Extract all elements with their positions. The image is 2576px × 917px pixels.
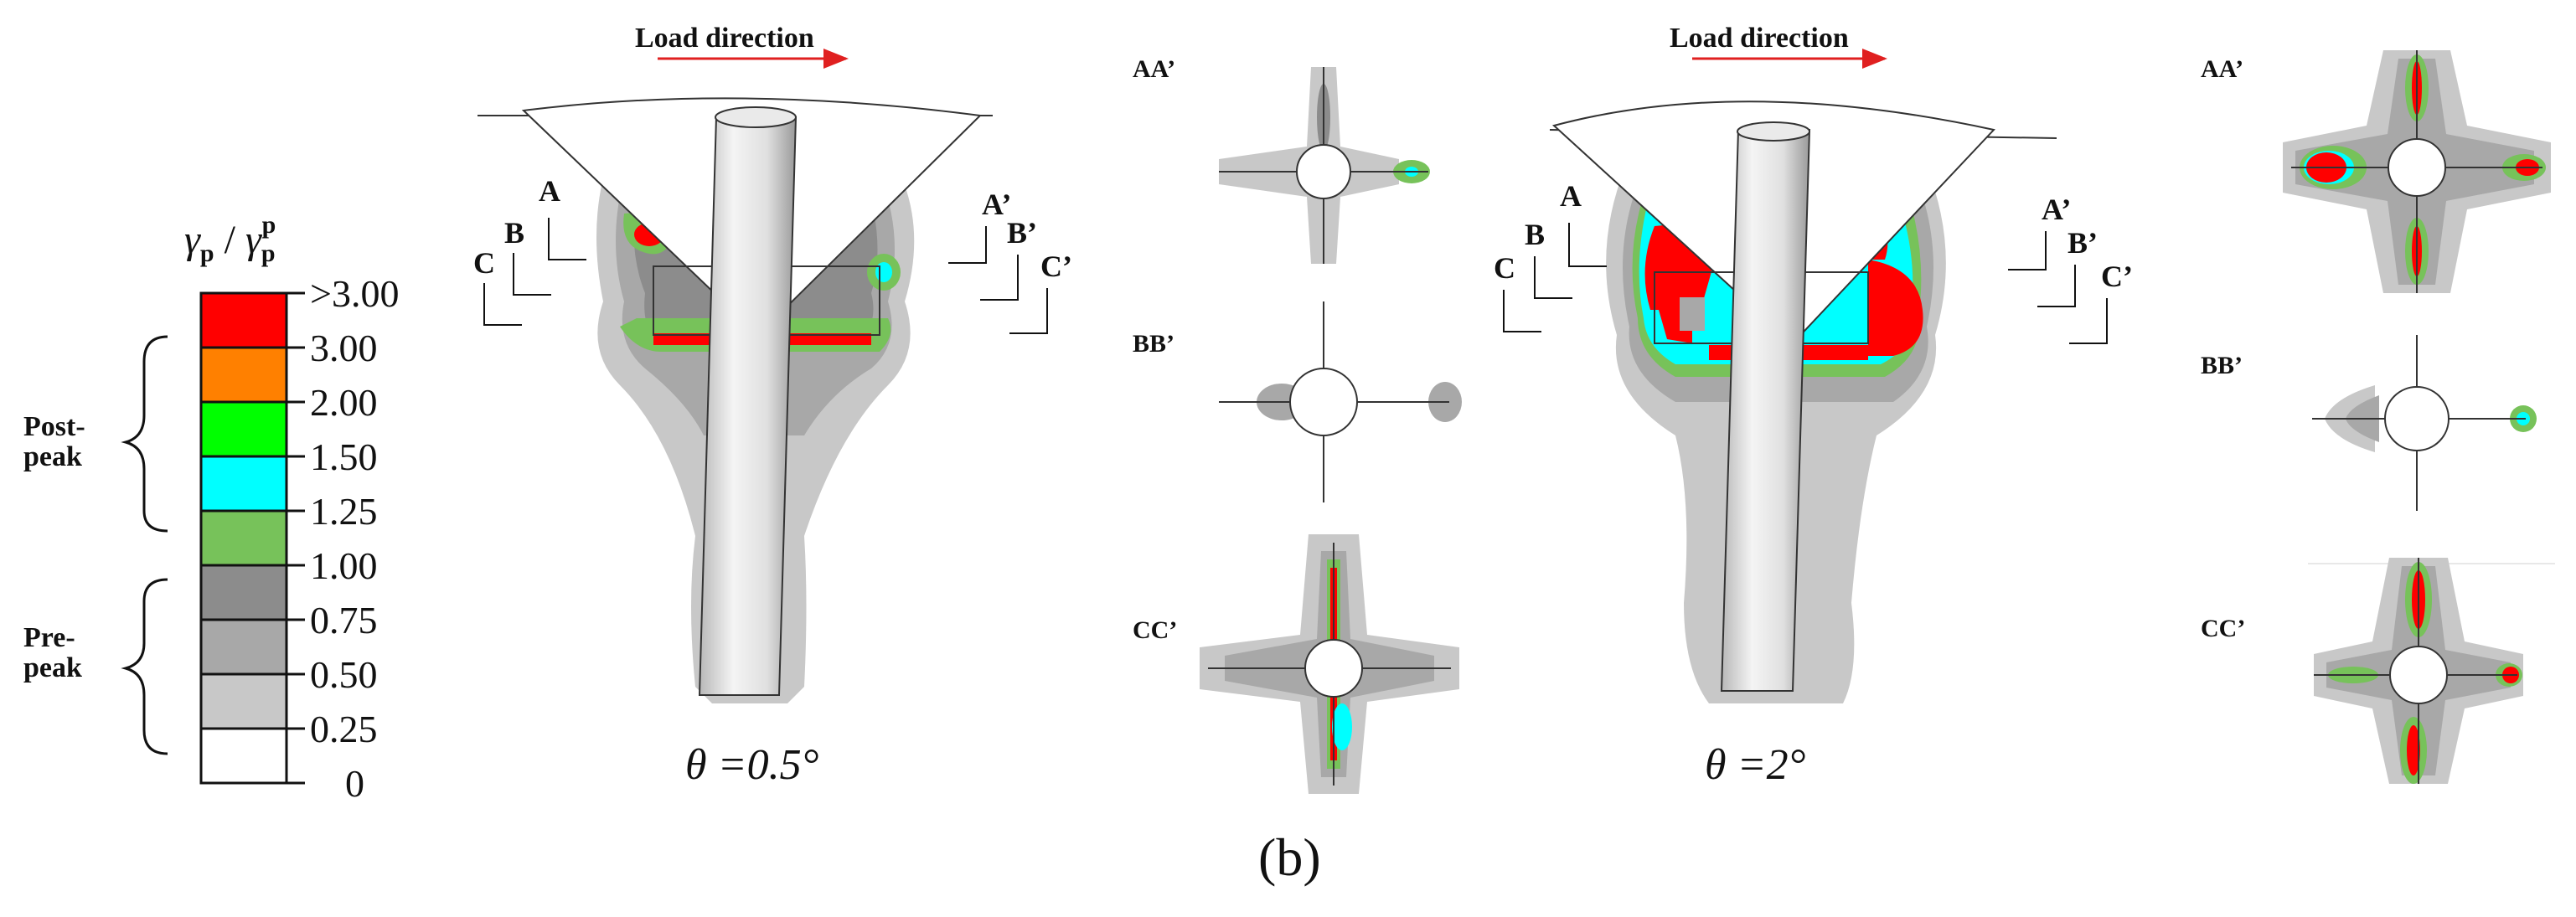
section-bracket-c-b (1503, 290, 1541, 332)
legend-colorbar (199, 291, 288, 785)
section-marker-a-prime: A’ (982, 188, 1011, 221)
section-view-cc-label-b: CC’ (2201, 615, 2245, 642)
pre-peak-brace (121, 578, 168, 755)
theta-label-b: θ =2° (1705, 741, 1805, 789)
section-bracket-a (548, 218, 586, 260)
legend: γp / γpp >3.00 3.00 2.00 1.50 1.25 1.00 0.75 0.… (23, 211, 399, 805)
pre-peak-label-2: peak (23, 652, 82, 683)
strain-zone-red-right-b (1868, 260, 1923, 356)
legend-tick-label: 0 (345, 762, 364, 805)
figure-label: (b) (1258, 827, 1321, 887)
strain-zone-grey-inner-b (1680, 297, 1705, 331)
section-marker-b: B (504, 216, 524, 250)
section-view-aa (1219, 67, 1430, 264)
section-bracket-a-prime (948, 226, 987, 264)
legend-tick-labels: >3.00 3.00 2.00 1.50 1.25 1.00 0.75 0.50 0.25 0 (287, 272, 399, 805)
section-view-cc (1200, 534, 1459, 794)
section-marker-a-b: A (1560, 179, 1582, 213)
load-direction-label: Load direction (635, 23, 814, 54)
legend-swatch (199, 672, 288, 730)
theta-label: θ =0.5° (685, 741, 818, 789)
legend-swatch (199, 509, 288, 567)
section-bracket-b (513, 253, 551, 296)
section-marker-c-prime-b: C’ (2101, 260, 2133, 293)
legend-tick-label: 0.75 (310, 599, 378, 641)
section-bracket-a-prime-b (2008, 231, 2047, 270)
section-bracket-a-b (1568, 223, 1607, 267)
section-marker-b-prime: B’ (1007, 216, 1037, 250)
section-view-aa-label: AA’ (1133, 55, 1175, 83)
section-bracket-b-b (1534, 256, 1572, 299)
section-view-bb (1219, 301, 1462, 502)
legend-swatch (199, 564, 288, 621)
section-marker-c-prime: C’ (1040, 250, 1072, 283)
section-marker-b-prime-b: B’ (2068, 226, 2098, 260)
legend-swatch (199, 618, 288, 676)
section-view-cc-b (2314, 558, 2523, 784)
pile-top-b (1737, 121, 1810, 142)
panel-a-section-views: AA’ BB’ CC’ (1133, 55, 1462, 794)
pre-peak-label-1: Pre- (23, 622, 75, 653)
section-marker-b-b: B (1525, 218, 1545, 251)
legend-tick-label: 0.50 (310, 653, 378, 696)
legend-tick-label: 3.00 (310, 327, 378, 369)
legend-tick-label: 1.50 (310, 435, 378, 478)
post-peak-brace (121, 335, 168, 533)
legend-tick-label: >3.00 (310, 272, 399, 315)
section-marker-c: C (473, 246, 495, 280)
legend-tick-label: 1.00 (310, 544, 378, 587)
section-view-bb-label-b: BB’ (2201, 352, 2243, 379)
legend-swatch (199, 455, 288, 513)
section-bracket-c-prime (1009, 288, 1048, 334)
section-bracket-b-prime-b (2037, 265, 2076, 307)
panel-b-section-views: AA’ BB’ CC’ (2201, 50, 2555, 784)
section-view-aa-b (2283, 50, 2551, 293)
section-view-bb-b (2312, 335, 2537, 511)
legend-swatch (199, 400, 288, 458)
section-bracket-b-prime (980, 255, 1019, 301)
legend-tick-label: 0.25 (310, 708, 378, 750)
legend-swatch (199, 346, 288, 404)
pile-top (715, 106, 797, 128)
section-view-bb-label: BB’ (1133, 330, 1174, 358)
section-marker-a: A (539, 174, 560, 208)
section-marker-a-prime-b: A’ (2042, 193, 2071, 226)
panel-a-main-view: Load direction A B C A’ B’ C’ (473, 23, 1072, 789)
legend-title: γp / γpp (184, 211, 276, 267)
section-bracket-c (483, 283, 522, 326)
section-view-aa-label-b: AA’ (2201, 55, 2243, 83)
legend-tick-label: 2.00 (310, 381, 378, 424)
legend-tick-label: 1.25 (310, 490, 378, 533)
panel-b-main-view: Load direction A B C A’ B’ C’ θ =2° (1494, 23, 2133, 789)
strain-zone-cyan-right (875, 262, 892, 282)
section-bracket-c-prime-b (2069, 298, 2108, 344)
section-marker-c-b: C (1494, 251, 1515, 285)
pile-shaft (698, 116, 798, 696)
post-peak-label-1: Post- (23, 411, 85, 442)
legend-swatch (199, 291, 288, 349)
section-view-cc-label: CC’ (1133, 616, 1177, 644)
legend-swatch (199, 727, 288, 785)
pile-cap-box (653, 265, 880, 336)
load-direction-label-b: Load direction (1670, 23, 1849, 54)
post-peak-label-2: peak (23, 441, 82, 472)
